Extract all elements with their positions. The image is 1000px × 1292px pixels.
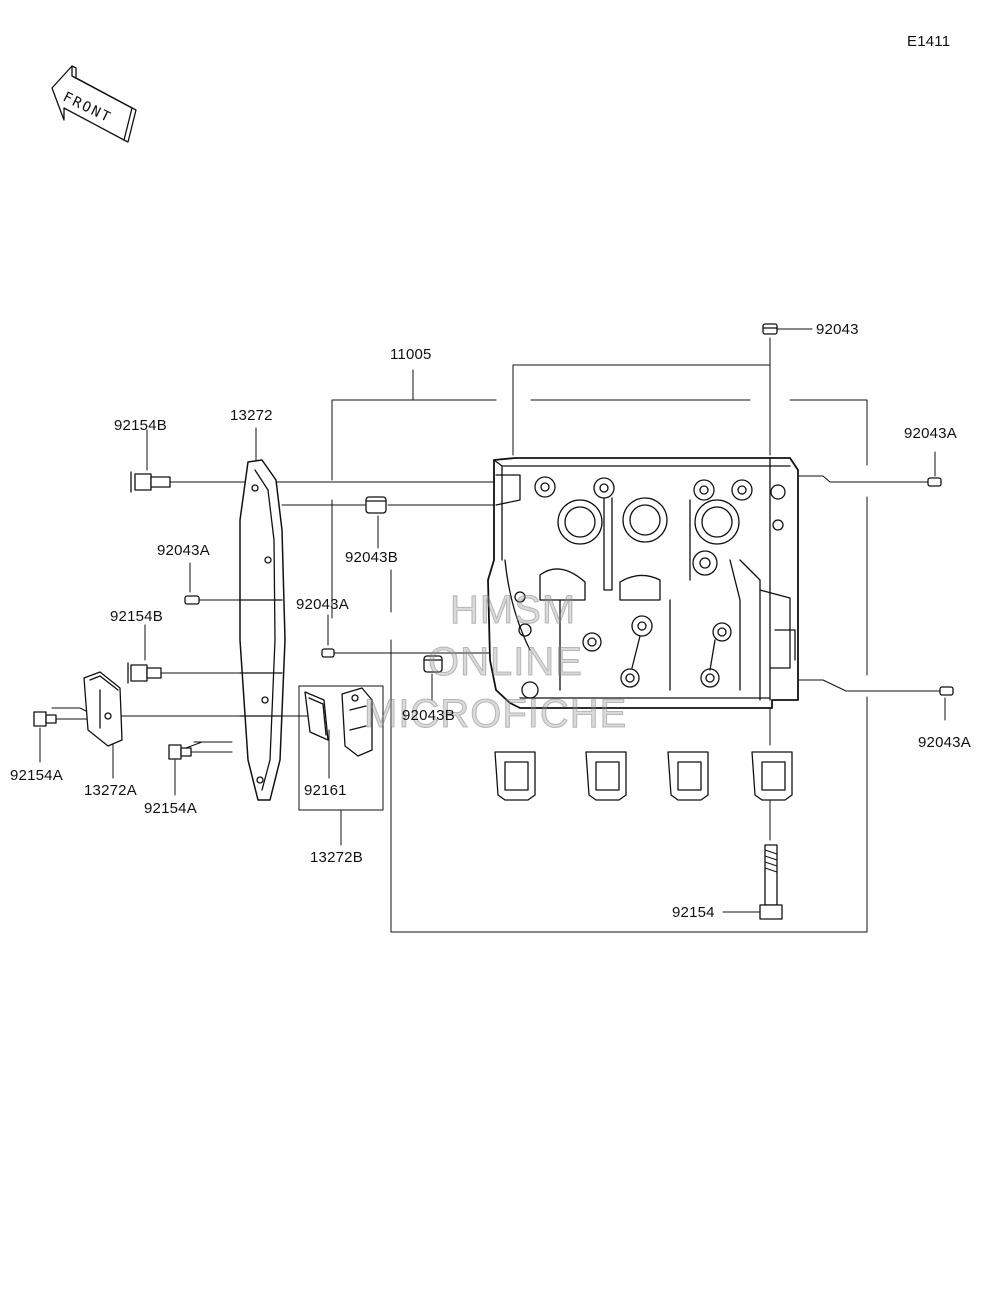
dowel-92043b-lower	[423, 655, 443, 673]
plate-13272a	[83, 671, 123, 747]
label-92043b-lower[interactable]: 92043B	[402, 707, 455, 724]
plate-13272b	[341, 687, 373, 757]
bolt-92154b-upper	[130, 471, 171, 493]
watermark-line-3: MICROFICHE	[363, 692, 628, 737]
label-13272[interactable]: 13272	[230, 407, 273, 424]
label-13272b[interactable]: 13272B	[310, 849, 363, 866]
bearing-cap-3	[667, 751, 709, 801]
dowel-right-upper	[927, 477, 942, 487]
label-92154a-lower[interactable]: 92154A	[144, 800, 197, 817]
seal-92161	[304, 691, 329, 741]
label-11005[interactable]: 11005	[390, 346, 432, 363]
dowel-92043b-upper	[365, 496, 387, 514]
dowel-92043a-mid	[321, 648, 335, 658]
bolt-92154a-lower	[168, 744, 192, 760]
diagram-code: E1411	[907, 33, 951, 50]
label-92161[interactable]: 92161	[304, 782, 347, 799]
label-92043-top[interactable]: 92043	[816, 321, 859, 338]
label-92043a-mid[interactable]: 92043A	[296, 596, 349, 613]
bearing-cap-4	[751, 751, 793, 801]
label-92154-bottom[interactable]: 92154	[672, 904, 715, 921]
bearing-cap-1	[494, 751, 536, 801]
bolt-92154b-mid	[127, 662, 162, 684]
label-92043b-upper[interactable]: 92043B	[345, 549, 398, 566]
label-92154b-mid[interactable]: 92154B	[110, 608, 163, 625]
front-arrow-icon: FRONT	[51, 65, 137, 143]
label-92043a-left[interactable]: 92043A	[157, 542, 210, 559]
bearing-cap-2	[585, 751, 627, 801]
crankcase-block	[487, 457, 799, 709]
bearing-caps	[494, 751, 793, 801]
plug-92043	[762, 323, 778, 335]
label-13272a[interactable]: 13272A	[84, 782, 137, 799]
label-92154b-upper[interactable]: 92154B	[114, 417, 167, 434]
label-92043a-right-lower[interactable]: 92043A	[918, 734, 971, 751]
dowel-92043a-left	[184, 595, 200, 605]
bolt-92154a-far-left	[33, 711, 57, 727]
dowel-right-lower	[939, 686, 954, 696]
label-92154a-far-left[interactable]: 92154A	[10, 767, 63, 784]
gasket-13272	[239, 459, 286, 801]
label-92043a-right-upper[interactable]: 92043A	[904, 425, 957, 442]
watermark-line-2: ONLINE	[428, 640, 583, 685]
watermark-line-1: HMSM	[449, 588, 577, 633]
bolt-92154	[759, 844, 783, 920]
